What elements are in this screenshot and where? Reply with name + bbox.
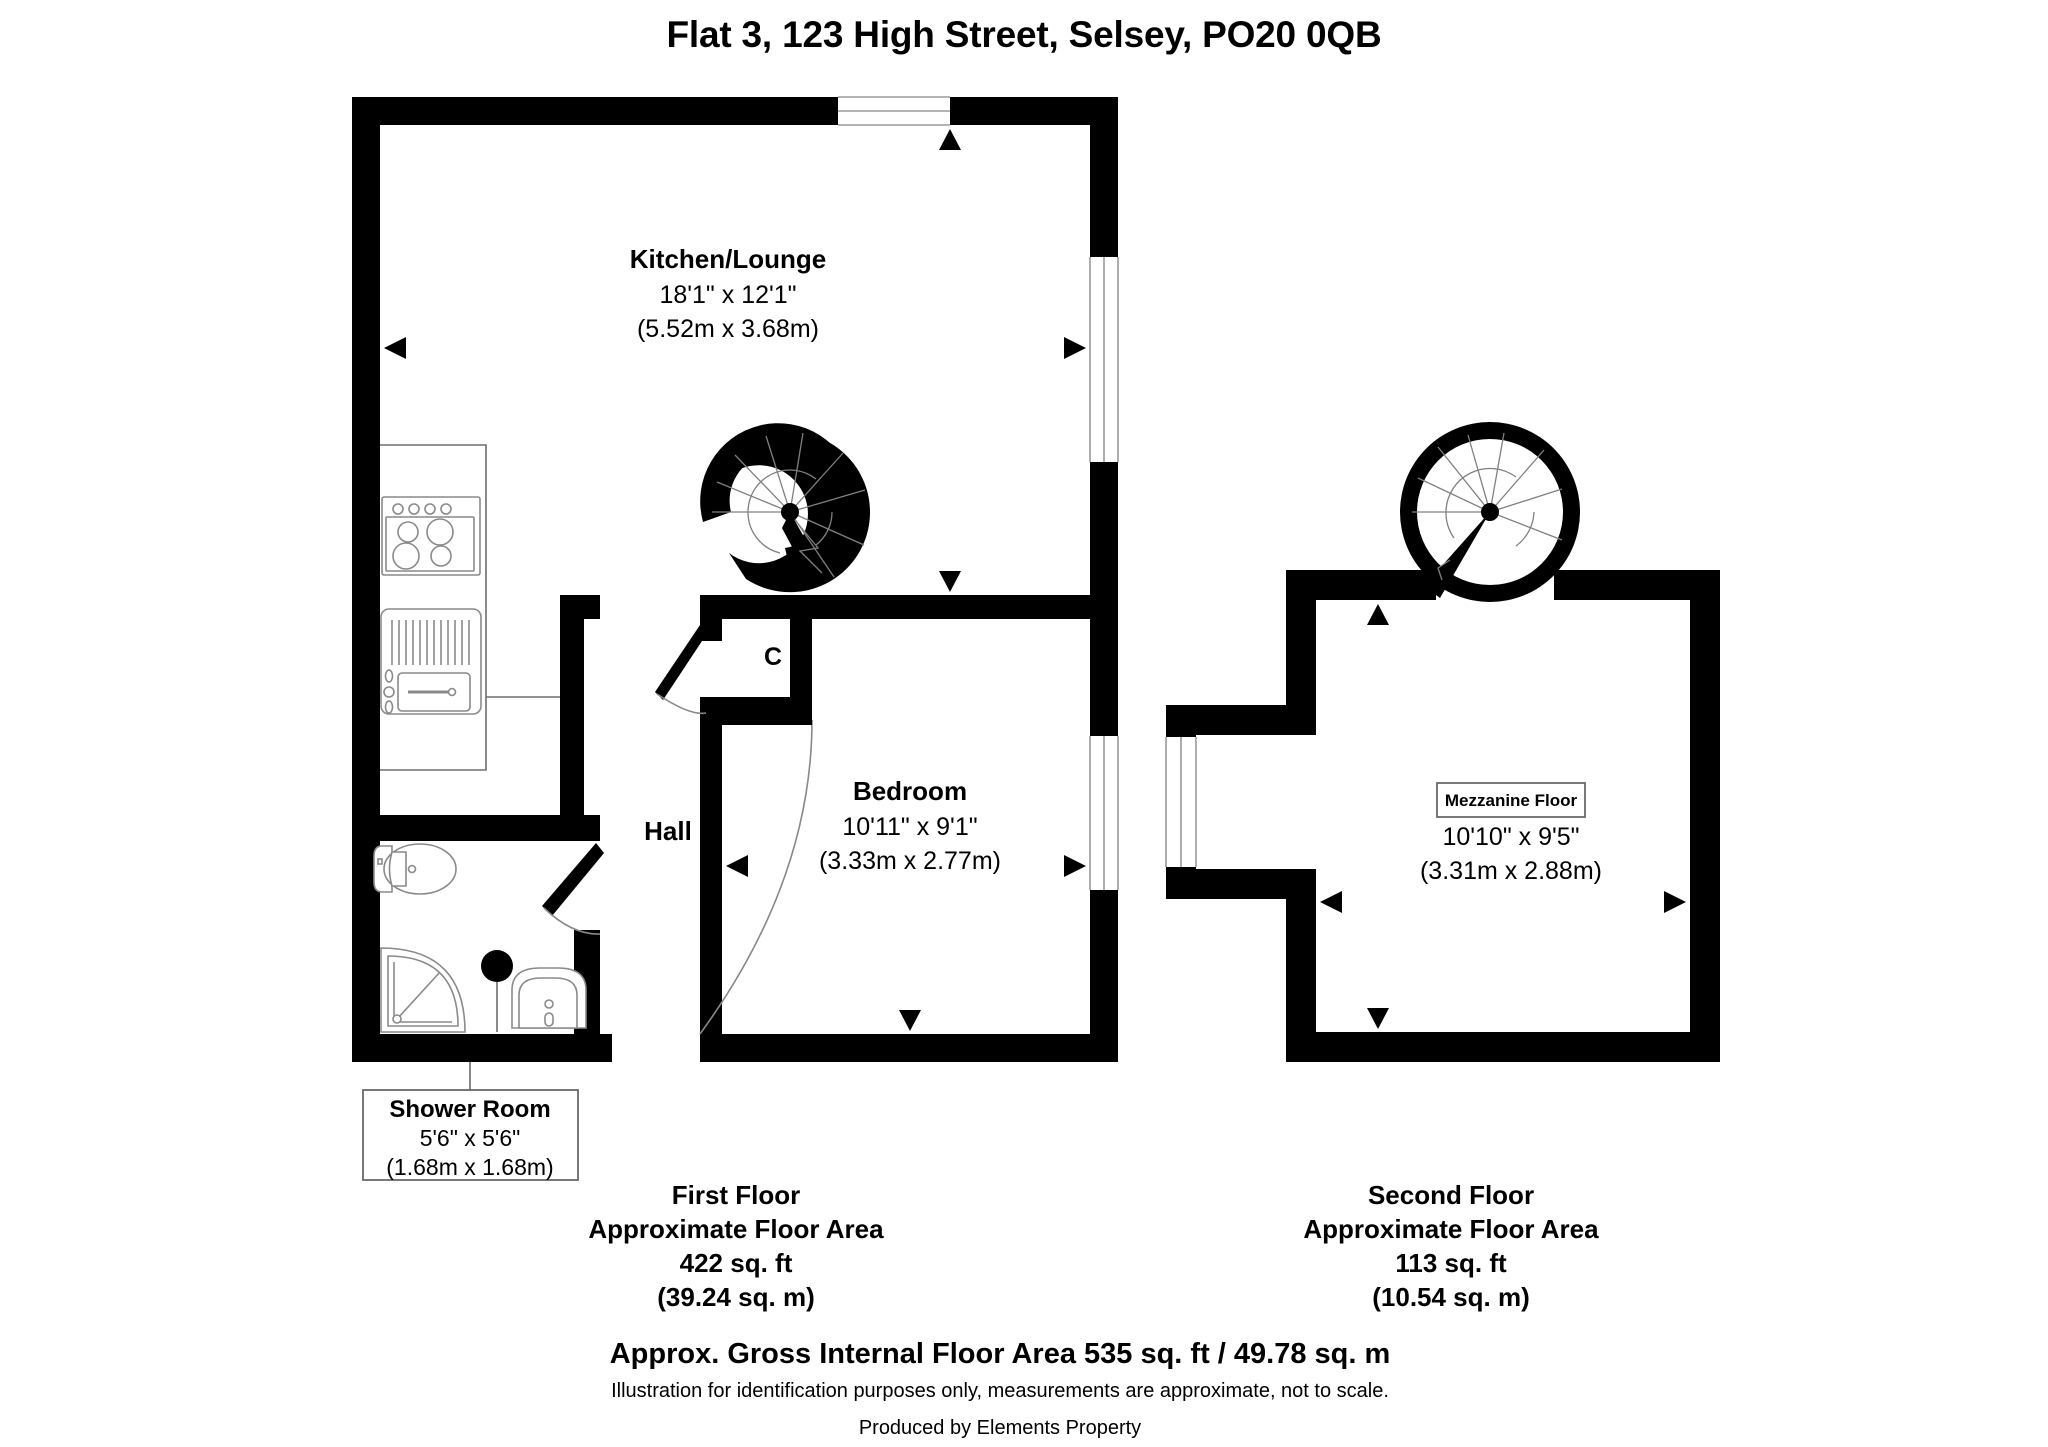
mezzanine-floor-label: Mezzanine Floor [1445, 791, 1578, 810]
sink-icon [380, 608, 482, 715]
wall2-right [1690, 570, 1720, 1062]
wall-right-lower [1090, 890, 1118, 1062]
bedroom-door-head [700, 719, 812, 725]
cooker-icon [381, 496, 481, 576]
page-title: Flat 3, 123 High Street, Selsey, PO20 0Q… [666, 14, 1382, 55]
wall-cupboard-bottom [700, 697, 812, 719]
wall-shower-corner [574, 815, 600, 841]
toilet-icon [373, 843, 457, 895]
room-label-kitchen-lounge: Kitchen/Lounge [630, 244, 826, 274]
second-floor-area-metric: (10.54 sq. m) [1372, 1282, 1530, 1312]
window-right-upper [1089, 257, 1119, 462]
spiral-staircase-second-floor [1412, 432, 1563, 598]
room-dim-mezzanine-metric: (3.31m x 2.88m) [1420, 857, 1602, 885]
bedroom-door-swing [699, 719, 813, 1035]
room-dim-shower-room-metric: (1.68m x 1.68m) [386, 1154, 553, 1180]
room-label-hall: Hall [644, 816, 692, 846]
wall2-step-bottom [1166, 869, 1316, 899]
dimension-arrows-first-floor [384, 129, 1086, 1031]
first-floor-heading: First Floor [672, 1180, 801, 1210]
wall-bedroom-left [700, 719, 722, 1062]
wall-left [352, 97, 380, 1062]
shower-tray-icon [380, 947, 466, 1033]
basin-icon [511, 967, 587, 1029]
shower-room-callout: Shower Room 5'6" x 5'6" (1.68m x 1.68m) [362, 1062, 579, 1181]
first-floor-area-heading: Approximate Floor Area [588, 1214, 884, 1244]
cupboard-door-swing [656, 693, 707, 715]
wall-shower-top [352, 815, 600, 841]
room-dim-kitchen-lounge-metric: (5.52m x 3.68m) [637, 315, 819, 343]
window-right-lower [1089, 736, 1119, 890]
disclaimer-text: Illustration for identification purposes… [611, 1380, 1389, 1402]
wall-kitchen-bedroom-divider [700, 595, 1118, 619]
window-second-floor-left [1165, 737, 1197, 867]
producer-text: Produced by Elements Property [859, 1417, 1141, 1439]
first-floor-plan: Kitchen/Lounge 18'1" x 12'1" (5.52m x 3.… [352, 96, 1119, 1312]
footer: Approx. Gross Internal Floor Area 535 sq… [610, 1338, 1391, 1439]
kitchen-counter-outline [380, 444, 487, 771]
wall-hall-vert-left [560, 595, 584, 825]
wall-top-left [352, 97, 838, 125]
shower-door-swing [543, 907, 601, 935]
second-floor-heading: Second Floor [1368, 1180, 1534, 1210]
cupboard-door-leaf [655, 625, 706, 700]
room-dim-mezzanine-imperial: 10'10" x 9'5" [1442, 823, 1579, 851]
wall2-left-upper [1286, 570, 1316, 705]
room-dim-kitchen-lounge-imperial: 18'1" x 12'1" [659, 281, 796, 309]
second-floor-area-heading: Approximate Floor Area [1303, 1214, 1599, 1244]
wall2-bottom [1286, 1032, 1720, 1062]
window-top [838, 96, 950, 126]
room-label-bedroom: Bedroom [853, 776, 967, 806]
gross-internal-area: Approx. Gross Internal Floor Area 535 sq… [610, 1338, 1391, 1370]
room-dim-bedroom-imperial: 10'11" x 9'1" [842, 813, 977, 841]
room-dim-shower-room-imperial: 5'6" x 5'6" [420, 1125, 521, 1151]
wall-bottom-shower [352, 1034, 612, 1062]
wall2-step-left-top [1166, 705, 1196, 737]
wall-cupboard-right [790, 619, 812, 719]
room-label-shower-room: Shower Room [389, 1096, 550, 1123]
second-floor-plan: Mezzanine Floor 10'10" x 9'5" (3.31m x 2… [1165, 422, 1720, 1312]
wall2-left-lower [1286, 899, 1316, 1062]
room-dim-bedroom-metric: (3.33m x 2.77m) [819, 847, 1001, 875]
second-floor-area-imperial: 113 sq. ft [1395, 1248, 1507, 1278]
first-floor-area-imperial: 422 sq. ft [680, 1248, 793, 1278]
cupboard-label: C [764, 643, 782, 671]
wall-bottom-bedroom [712, 1034, 1118, 1062]
spiral-staircase-first-floor [700, 423, 870, 593]
pipe-fixture-icon [481, 950, 513, 1032]
dimension-arrows-second-floor [1320, 604, 1686, 1029]
shower-door-leaf [542, 843, 604, 916]
mezzanine-floor-callout: Mezzanine Floor [1436, 782, 1586, 818]
wall-right-upper [1090, 97, 1118, 257]
first-floor-area-metric: (39.24 sq. m) [657, 1282, 815, 1312]
